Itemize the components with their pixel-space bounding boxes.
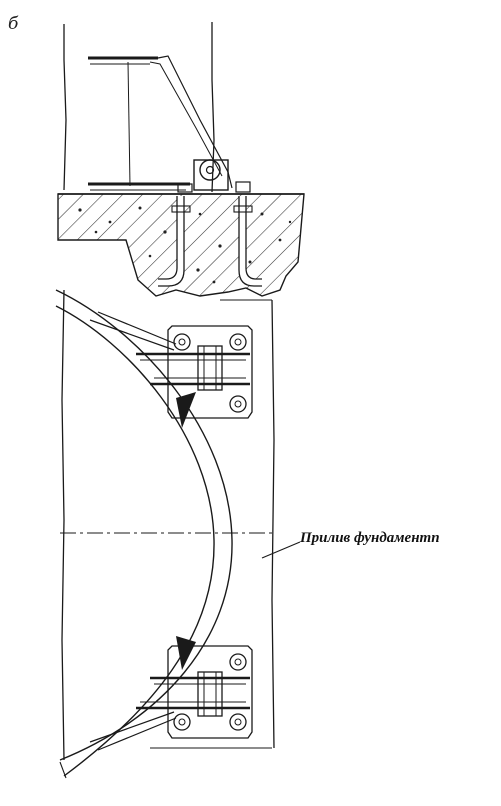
anchor-bolt-left [158,196,191,287]
curved-pipe [55,289,233,779]
upper-wall [63,22,215,193]
foundation-boss-outline [61,289,275,761]
clamp-assembly-lower [89,636,253,751]
anchor-bolt-right [233,196,262,287]
callout-leader [261,541,301,559]
hinge-clamp [177,159,251,193]
panel-letter: б [8,14,19,34]
callout-label: Прилив фундаментп [300,530,440,546]
bracket-arm [88,55,233,191]
clamp-assembly-upper [89,311,253,428]
